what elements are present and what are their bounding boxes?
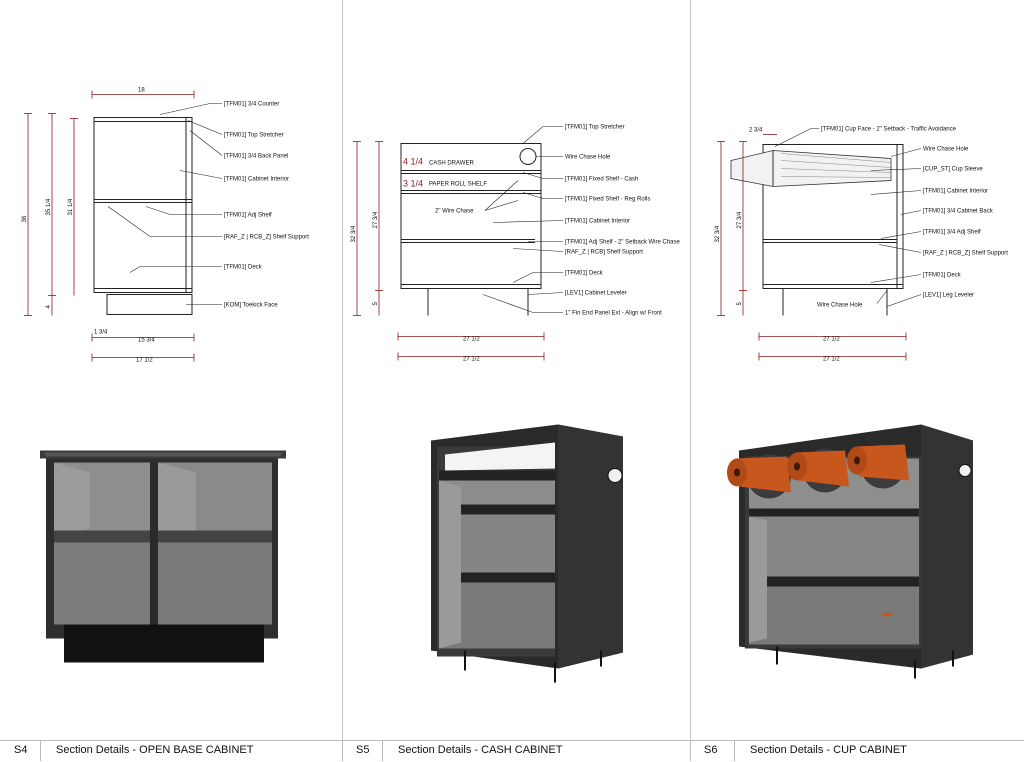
s4-cabinet-render (40, 450, 286, 663)
title-block (0, 740, 1024, 762)
s5-dim-leg: 5 (373, 302, 379, 306)
title-block-divider (382, 740, 383, 761)
s4-callout-top-stretcher: [TFM01] Top Stretcher (224, 133, 284, 139)
panel-s5-drawing: 32 3/4 27 3/4 5 27 1/2 27 1/2 4 1/4 3 1/… (351, 125, 681, 683)
s5-dim-width-b: 27 1/2 (463, 357, 480, 363)
s5-label-cash-drawer: CASH DRAWER (429, 161, 474, 167)
s6-dim-height-outer: 32 3/4 (715, 225, 721, 242)
s4-dim-base-outer: 17 1/2 (136, 358, 153, 364)
s4-dim-top: 18 (138, 88, 145, 94)
s5-callout-fixed-shelf-rolls: [TFM01] Fixed Shelf - Reg Rolls (565, 197, 650, 203)
panel-s4-drawing: 18 36 35 1/4 31 1/4 4 1 3/4 15 3/4 17 1/… (22, 88, 309, 663)
s6-dim-height-inner: 27 3/4 (737, 211, 743, 228)
s5-dim-roll: 3 1/4 (403, 179, 423, 189)
s5-section-outline (400, 143, 542, 289)
s4-callout-adj-shelf: [TFM01] Adj Shelf (224, 213, 272, 219)
s4-callout-cabinet-interior: [TFM01] Cabinet Interior (224, 177, 289, 183)
s4-callout-toekick-face: [KOM] Toekick Face (224, 303, 278, 309)
s4-dim-height-outer: 36 (22, 215, 28, 222)
s4-callout-back-panel: [TFM01] 3/4 Back Panel (224, 154, 288, 160)
title-block-divider (40, 740, 41, 761)
s6-render-cup (727, 456, 791, 493)
s4-callout-shelf-support: [RAF_Z | RCB_Z] Shelf Support (224, 235, 309, 241)
s6-cup-sleeve (730, 150, 892, 187)
s4-dim-base-inner: 15 3/4 (138, 338, 155, 344)
s4-code: S4 (14, 744, 28, 756)
s6-callout-deck: [TFM01] Deck (923, 273, 962, 279)
s6-title: Section Details - CUP CABINET (750, 744, 907, 756)
s6-callout-adj-shelf: [TFM01] 3/4 Adj Shelf (923, 230, 981, 236)
s6-callout-cup-face: [TFM01] Cup Face - 2" Setback - Traffic … (821, 127, 957, 133)
s5-code: S5 (356, 744, 370, 756)
s4-callout-deck: [TFM01] Deck (224, 265, 263, 271)
s5-title: Section Details - CASH CABINET (398, 744, 563, 756)
s5-callout-leveler: [LEV1] Cabinet Leveler (565, 291, 627, 297)
s5-dim-height-inner: 27 3/4 (373, 211, 379, 228)
s5-label-paper-roll-shelf: PAPER ROLL SHELF (429, 182, 487, 188)
s5-callout-fin-end: 1" Fin End Panel Ext - Align w/ Front (565, 311, 662, 317)
s5-callout-top-stretcher: [TFM01] Top Stretcher (565, 125, 625, 131)
s5-callout-wire-chase-hole: Wire Chase Hole (565, 155, 611, 161)
s5-wire-chase-hole (519, 148, 537, 165)
s6-callout-leg-leveler: [LEV1] Leg Leveler (923, 293, 974, 299)
s5-callout-shelf-support: [RAF_Z | RCB] Shelf Support (565, 250, 643, 256)
s4-dim-height-mid: 35 1/4 (46, 198, 52, 215)
s6-section-outline (762, 144, 904, 289)
s4-title: Section Details - OPEN BASE CABINET (56, 744, 254, 756)
s6-callout-wire-chase-hole: Wire Chase Hole (923, 147, 969, 153)
s4-dim-toekick: 4 (46, 305, 52, 309)
s4-section-outline (93, 117, 193, 293)
s4-callout-counter: [TFM01] 3/4 Counter (224, 102, 279, 108)
s6-callout-cabinet-interior: [TFM01] Cabinet Interior (923, 189, 988, 195)
s5-dim-drawer: 4 1/4 (403, 157, 423, 167)
s6-callout-shelf-support: [RAF_Z | RCB_Z] Shelf Support (923, 251, 1008, 257)
s5-cabinet-render (431, 424, 623, 683)
s6-cabinet-render (727, 424, 973, 679)
s6-callout-cabinet-back: [TFM01] 3/4 Cabinet Back (923, 209, 994, 215)
s4-toekick-outline (106, 294, 193, 315)
s6-render-cup (787, 450, 849, 487)
s5-callout-cabinet-interior: [TFM01] Cabinet Interior (565, 219, 630, 225)
title-block-divider (690, 740, 691, 761)
s6-label-wire-chase-hole: Wire Chase Hole (817, 303, 863, 309)
s6-dim-width-a: 27 1/2 (823, 337, 840, 343)
s6-render-cup (847, 444, 909, 481)
s6-dim-leg: 5 (737, 302, 743, 306)
panel-s6-drawing: 2 3/4 32 3/4 27 3/4 5 27 1/2 27 1/2 Wire… (715, 127, 1008, 679)
title-block-divider (734, 740, 735, 761)
s6-dim-top-small: 2 3/4 (749, 128, 763, 134)
panel-divider (690, 0, 691, 761)
s4-dim-height-inner: 31 1/4 (68, 198, 74, 215)
s6-callout-cup-sleeve: [CUP_ST] Cup Sleeve (923, 167, 983, 173)
s5-callout-deck: [TFM01] Deck (565, 271, 604, 277)
s5-dim-width-a: 27 1/2 (463, 337, 480, 343)
panel-divider (342, 0, 343, 761)
s5-callout-fixed-shelf-cash: [TFM01] Fixed Shelf - Cash (565, 177, 638, 183)
s6-dim-width-b: 27 1/2 (823, 357, 840, 363)
s5-label-wire-chase: 2" Wire Chase (435, 209, 474, 215)
title-block-divider (342, 740, 343, 761)
s6-code: S6 (704, 744, 718, 756)
s4-dim-toe-small: 1 3/4 (94, 330, 108, 336)
s5-render-wire-hole (607, 468, 623, 483)
s5-callout-adj-shelf: [TFM01] Adj Shelf - 2" Setback Wire Chas… (565, 240, 681, 246)
s5-dim-height-outer: 32 3/4 (351, 225, 357, 242)
